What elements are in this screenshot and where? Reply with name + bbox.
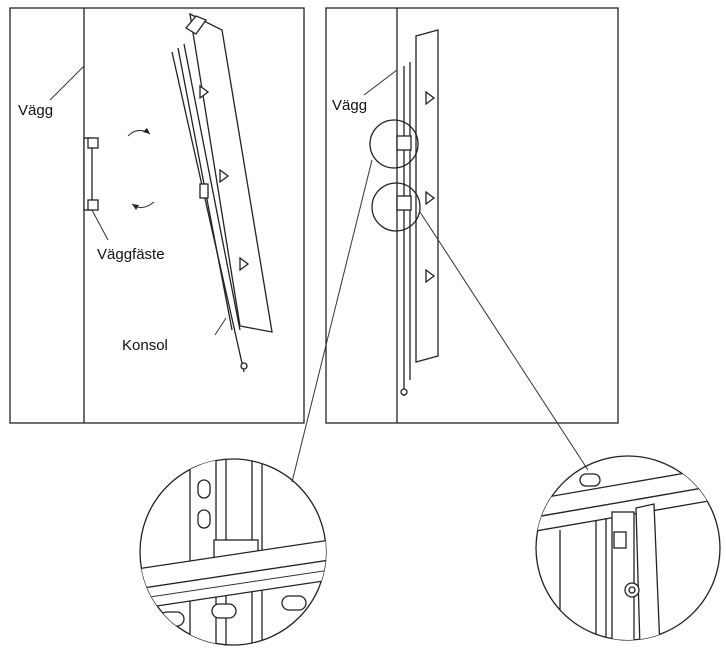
right-wall-leader — [363, 69, 398, 96]
connector-top — [291, 159, 373, 483]
label-console: Konsol — [122, 337, 168, 354]
wall-bracket-leader — [91, 209, 109, 241]
right-panel — [325, 7, 619, 424]
label-wall-left: Vägg — [18, 102, 54, 119]
rotate-arrow-top-head-icon — [143, 128, 150, 134]
left-panel — [9, 7, 305, 424]
mounted-tv-panel — [396, 29, 439, 396]
left-wall-leader — [49, 65, 85, 101]
callout-circle-top — [369, 119, 419, 169]
left-panel-frame — [9, 7, 305, 424]
right-panel-frame — [325, 7, 619, 424]
console-leader — [214, 317, 227, 336]
wall-bracket-shape — [83, 137, 99, 211]
connector-bottom — [419, 211, 589, 471]
callout-circle-bottom — [371, 182, 421, 232]
rotate-arrow-bottom-head-icon — [132, 204, 139, 210]
label-wall-right: Vägg — [332, 97, 368, 114]
tilted-tv-panel — [171, 12, 273, 373]
detail-view-right — [535, 455, 721, 641]
label-wall-bracket: Väggfäste — [97, 246, 165, 263]
detail-view-left — [139, 458, 327, 646]
